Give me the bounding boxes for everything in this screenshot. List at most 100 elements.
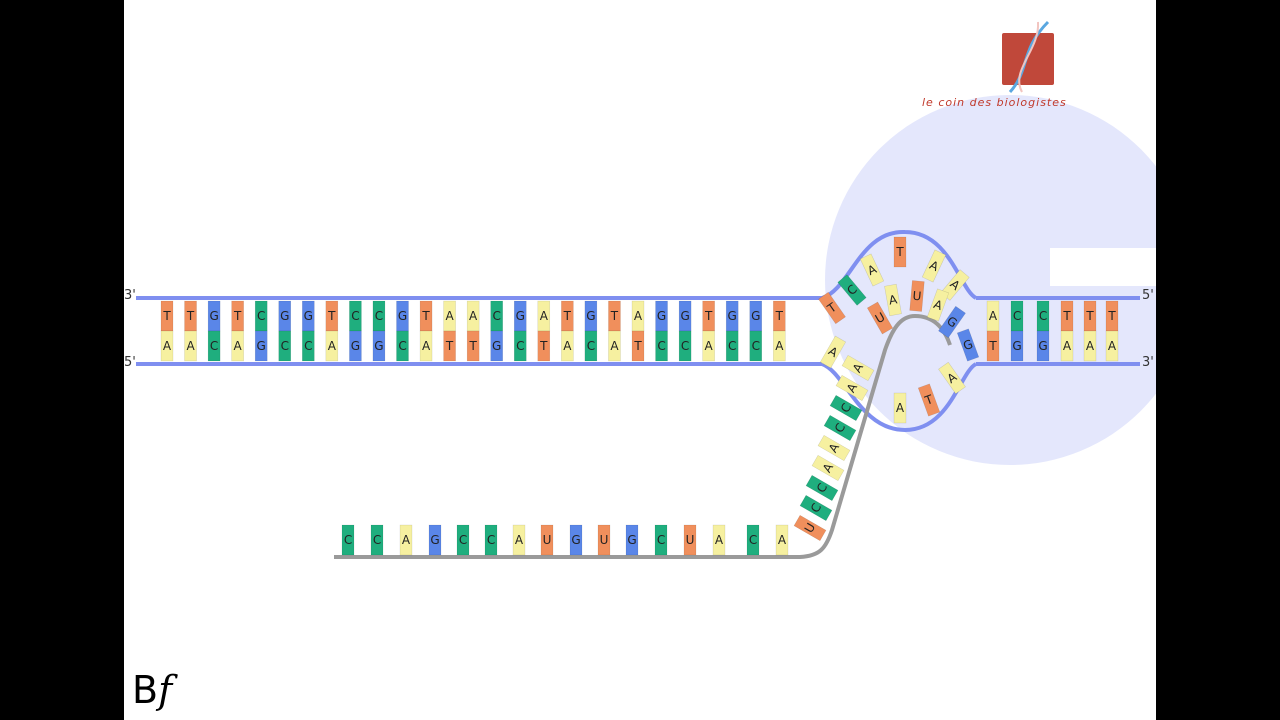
transcription-diagram: TATAGCTACGGCGCTACGCGGCTAATATCGGCATTAGCTA… xyxy=(136,20,1156,559)
dna-top-right-base-5-letter: T xyxy=(1107,309,1116,323)
dna-bottom-base-16-letter: T xyxy=(539,339,548,353)
dna-bottom-base-6-letter: C xyxy=(304,339,312,353)
dna-top-right-base-2-letter: C xyxy=(1039,309,1047,323)
dna-top-base-8: C xyxy=(349,300,362,332)
mrna-base-15-letter: A xyxy=(778,533,787,547)
dna-bottom-base-23-letter: A xyxy=(705,339,714,353)
bubble-bottom-base-0-letter: A xyxy=(896,401,905,415)
dna-bottom-base-2: C xyxy=(207,330,221,362)
dna-bottom-base-4: G xyxy=(254,330,268,362)
bubble-top-base-1: A xyxy=(859,253,885,287)
mrna-base-8-letter: G xyxy=(571,533,580,547)
dna-bottom-base-20: T xyxy=(631,330,645,362)
dna-bottom-base-10-tile xyxy=(396,330,409,362)
mrna-base-4-letter: C xyxy=(459,533,467,547)
mrna-base-5: C xyxy=(484,524,498,556)
bubble-top-base-2-tile xyxy=(893,236,907,268)
dna-bottom-base-24: C xyxy=(725,330,739,362)
dna-bottom-base-14-tile xyxy=(490,330,503,362)
bubble-top-base-0: C xyxy=(837,274,867,306)
dna-top-base-12-letter: A xyxy=(445,309,454,323)
dna-top-right-base-1-letter: C xyxy=(1013,309,1021,323)
bubble-bottom-base-1: T xyxy=(917,383,941,417)
dna-bottom-base-8-tile xyxy=(349,330,362,362)
dna-bottom-base-16: T xyxy=(537,330,551,362)
logo-helix-strand-b xyxy=(1018,21,1040,93)
bubble-rna-base-3-tile xyxy=(926,288,950,322)
dna-top-base-9: C xyxy=(372,300,386,332)
mrna-base-11-letter: C xyxy=(657,533,665,547)
bubble-rna-base-0: U xyxy=(866,301,894,335)
bubble-edge-right-letter: G xyxy=(961,337,975,353)
mrna-base-3-letter: G xyxy=(430,533,439,547)
bubble-bottom-base-0: A xyxy=(893,392,907,424)
bubble-rna-base-2: U xyxy=(909,280,925,312)
watermark-bar xyxy=(1050,248,1156,286)
dna-top-base-14: C xyxy=(490,300,503,332)
mrna-base-3: G xyxy=(428,524,442,556)
dna-top-base-17: T xyxy=(561,300,574,332)
bubble-bottom-base-0-tile xyxy=(893,392,907,424)
dna-bottom-base-0-tile xyxy=(160,330,174,362)
dna-top-base-18-letter: G xyxy=(586,309,595,323)
dna-bottom-base-20-tile xyxy=(631,330,645,362)
mrna-diagonal-base-4-tile xyxy=(817,434,851,462)
signature: Bf xyxy=(132,668,172,712)
dna-bottom-base-21-letter: C xyxy=(657,339,665,353)
dna-top-right-base-1: C xyxy=(1010,300,1024,332)
dna-bottom-base-0: A xyxy=(160,330,174,362)
dna-top-base-15-letter: G xyxy=(516,309,525,323)
brand-name: Le Coin des Biologistes xyxy=(922,96,1067,109)
bubble-rna-base-2-letter: U xyxy=(912,289,922,304)
dna-top-base-22-letter: G xyxy=(680,309,689,323)
dna-bottom-base-21: C xyxy=(655,330,668,362)
mrna-diagonal-base-4: A xyxy=(817,434,851,462)
dna-bottom-right-base-2: G xyxy=(1036,330,1050,362)
dna-bottom-base-20-letter: T xyxy=(633,339,642,353)
dna-top-base-17-letter: T xyxy=(563,309,572,323)
dna-top-base-23: T xyxy=(702,300,715,332)
dna-top-base-0: T xyxy=(160,300,174,332)
mrna-base-5-letter: C xyxy=(487,533,495,547)
mrna-diagonal-base-6-tile xyxy=(829,394,863,422)
mrna-base-12: U xyxy=(683,524,697,556)
bubble-edge-right: G xyxy=(956,328,980,362)
bubble-top-base-2-letter: T xyxy=(895,245,904,259)
mrna-base-12-tile xyxy=(683,524,697,556)
dna-top-base-14-letter: C xyxy=(493,309,501,323)
dna-bottom-base-25-tile xyxy=(749,330,762,362)
dna-top-base-13-letter: A xyxy=(469,309,478,323)
mrna-base-11: C xyxy=(654,524,668,556)
mrna-diagonal-base-3: A xyxy=(811,454,845,482)
dna-top-right-base-2: C xyxy=(1036,300,1050,332)
dna-bottom-base-2-letter: C xyxy=(210,339,218,353)
dna-top-base-23-letter: T xyxy=(704,309,713,323)
dna-bottom-base-3-tile xyxy=(231,330,244,362)
dna-bottom-base-3-letter: A xyxy=(234,339,243,353)
dna-bottom-base-25-letter: C xyxy=(752,339,760,353)
dna-bottom-base-9-letter: G xyxy=(374,339,383,353)
mrna-diagonal-base-1: C xyxy=(799,494,833,522)
strand-end-label-bottom-left: 5' xyxy=(124,355,136,370)
dna-top-base-20: A xyxy=(631,300,645,332)
dna-bottom-base-22-tile xyxy=(678,330,692,362)
dna-bottom-base-19: A xyxy=(608,330,621,362)
mrna-diagonal-base-1-tile xyxy=(799,494,833,522)
dna-bottom-base-8: G xyxy=(349,330,362,362)
bubble-edge-top-left: T xyxy=(818,291,846,325)
dna-bottom-base-24-tile xyxy=(725,330,739,362)
dna-top-right-base-3: T xyxy=(1060,300,1074,332)
dna-bottom-right-base-0-letter: T xyxy=(988,339,997,353)
bubble-top-base-3-tile xyxy=(921,249,947,283)
mrna-diagonal-base-2-tile xyxy=(805,474,839,502)
mrna-base-7-letter: U xyxy=(543,533,552,547)
dna-bottom-base-22-letter: C xyxy=(681,339,689,353)
dna-top-base-16: A xyxy=(537,300,551,332)
strand-end-label-top-right: 5' xyxy=(1142,288,1154,303)
dna-top-base-15: G xyxy=(514,300,527,332)
dna-bottom-base-22: C xyxy=(678,330,692,362)
dna-bottom-base-17-tile xyxy=(561,330,574,362)
dna-bottom-base-15: C xyxy=(514,330,527,362)
dna-top-base-26: T xyxy=(773,300,786,332)
mrna-base-8: G xyxy=(569,524,583,556)
